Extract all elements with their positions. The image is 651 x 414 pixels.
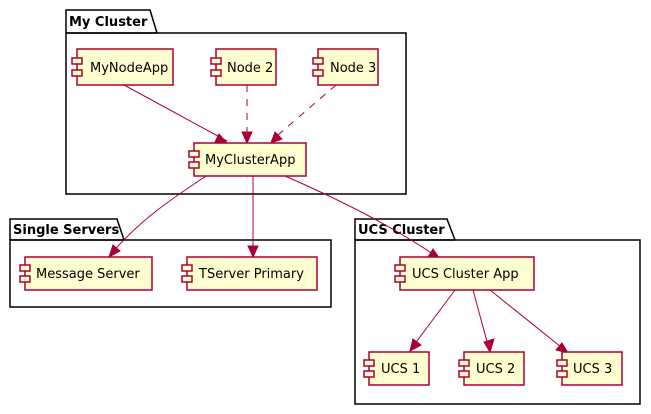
component-ucs1: UCS 1 xyxy=(363,351,430,386)
component-node3: Node 3 xyxy=(312,48,379,86)
component-node2-label: Node 2 xyxy=(227,61,273,76)
package-single-servers-title: Single Servers xyxy=(13,223,119,238)
edge-myclusterapp-to-ucs-cluster-app xyxy=(284,175,437,257)
package-my-cluster-title: My Cluster xyxy=(69,15,148,30)
package-single-servers-tab xyxy=(9,218,125,241)
component-mynodeapp: MyNodeApp xyxy=(71,48,174,86)
arrowhead-myclusterapp-from-node3 xyxy=(270,131,283,144)
arrowhead-tserver-primary xyxy=(247,245,259,259)
component-myclusterapp-label: MyClusterApp xyxy=(205,153,295,168)
arrowhead-ucs2 xyxy=(483,338,495,354)
component-ucs2-label: UCS 2 xyxy=(476,362,515,377)
package-ucs-cluster-tab xyxy=(354,218,456,241)
edge-ucs-cluster-app-to-ucs1 xyxy=(410,289,456,350)
edge-mynodeapp-to-myclusterapp xyxy=(123,84,228,142)
component-ucs-cluster-app: UCS Cluster App xyxy=(394,256,535,291)
component-ucs3-label: UCS 3 xyxy=(573,362,612,377)
package-ucs-cluster-title: UCS Cluster xyxy=(358,223,445,238)
component-ucs-cluster-app-label: UCS Cluster App xyxy=(412,267,519,282)
edge-ucs-cluster-app-to-ucs3 xyxy=(489,289,567,352)
component-tserver-primary: TServer Primary xyxy=(181,256,318,291)
component-ucs3: UCS 3 xyxy=(556,351,623,386)
component-myclusterapp: MyClusterApp xyxy=(188,142,307,177)
component-mynodeapp-label: MyNodeApp xyxy=(90,61,168,76)
edge-myclusterapp-to-message-server xyxy=(110,175,207,255)
component-ucs1-label: UCS 1 xyxy=(381,362,420,377)
component-node2: Node 2 xyxy=(210,48,277,86)
edge-ucs-cluster-app-to-ucs2 xyxy=(472,289,490,350)
component-node3-label: Node 3 xyxy=(330,61,376,76)
arrowhead-message-server xyxy=(108,244,121,259)
edge-node3-to-myclusterapp xyxy=(270,84,337,142)
package-my-cluster-tab xyxy=(65,9,158,34)
component-ucs2: UCS 2 xyxy=(458,351,525,386)
component-message-server: Message Server xyxy=(19,256,153,291)
component-tserver-primary-label: TServer Primary xyxy=(198,267,304,282)
arrowheads xyxy=(108,131,570,354)
arrowhead-myclusterapp-from-node2 xyxy=(241,131,253,145)
component-message-server-label: Message Server xyxy=(36,267,140,282)
arrowhead-ucs1 xyxy=(409,338,422,352)
